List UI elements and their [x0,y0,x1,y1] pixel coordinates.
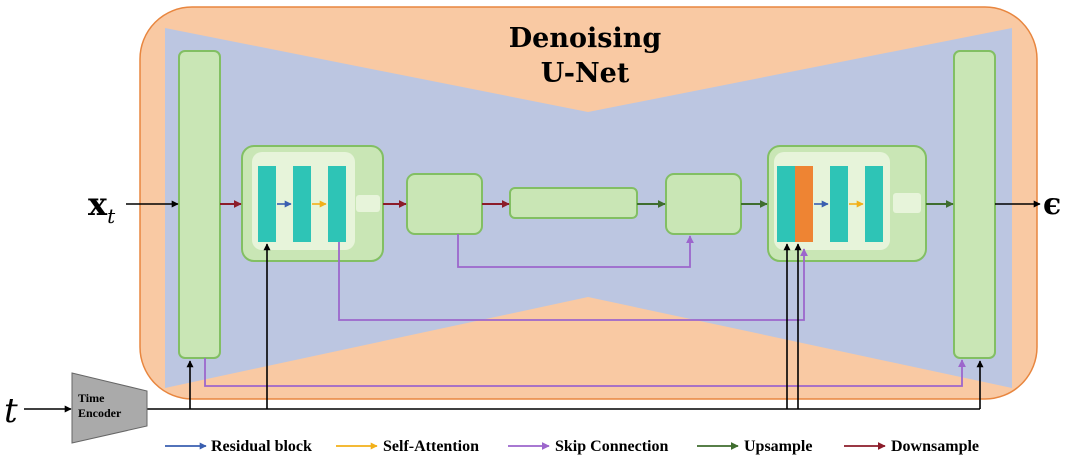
output-epsilon-label: ϵ [1043,187,1061,222]
time-encoder-label-line1: Time [78,391,105,405]
decoder-residual-bar-3 [865,166,883,242]
time-encoder [71,372,148,444]
legend-attention-label: Self-Attention [383,438,479,455]
decoder-residual-bar-concat [777,166,795,242]
skip-connection-outer [204,358,966,387]
legend-downsample-label: Downsample [891,438,979,455]
encoder-residual-bar-1 [258,166,276,242]
input-conv-block [178,50,221,359]
legend-skip-label: Skip Connection [555,438,668,455]
encoder-residual-bar-2 [293,166,311,242]
input-t-label: t [4,391,18,431]
input-xt-label: xt [88,185,116,228]
up-block [665,173,742,235]
diagram-title-line2: U-Net [541,58,630,89]
decoder-residual-bar-2 [830,166,848,242]
bottleneck-block [509,187,638,219]
encoder-residual-bar-3 [328,166,346,242]
decoder-skip-concat-bar [795,166,813,242]
legend: Residual block Self-Attention Skip Conne… [165,438,979,455]
time-encoder-label-line2: Encoder [78,406,122,420]
output-conv-block [953,50,996,359]
down-block [406,173,483,235]
legend-upsample-label: Upsample [744,438,812,455]
encoder-tab [356,195,380,212]
legend-residual-label: Residual block [211,438,312,455]
decoder-tab [893,193,921,213]
diagram-title-line1: Denoising [509,23,662,54]
skip-connection-middle [338,242,808,321]
skip-connection-inner [457,234,694,268]
